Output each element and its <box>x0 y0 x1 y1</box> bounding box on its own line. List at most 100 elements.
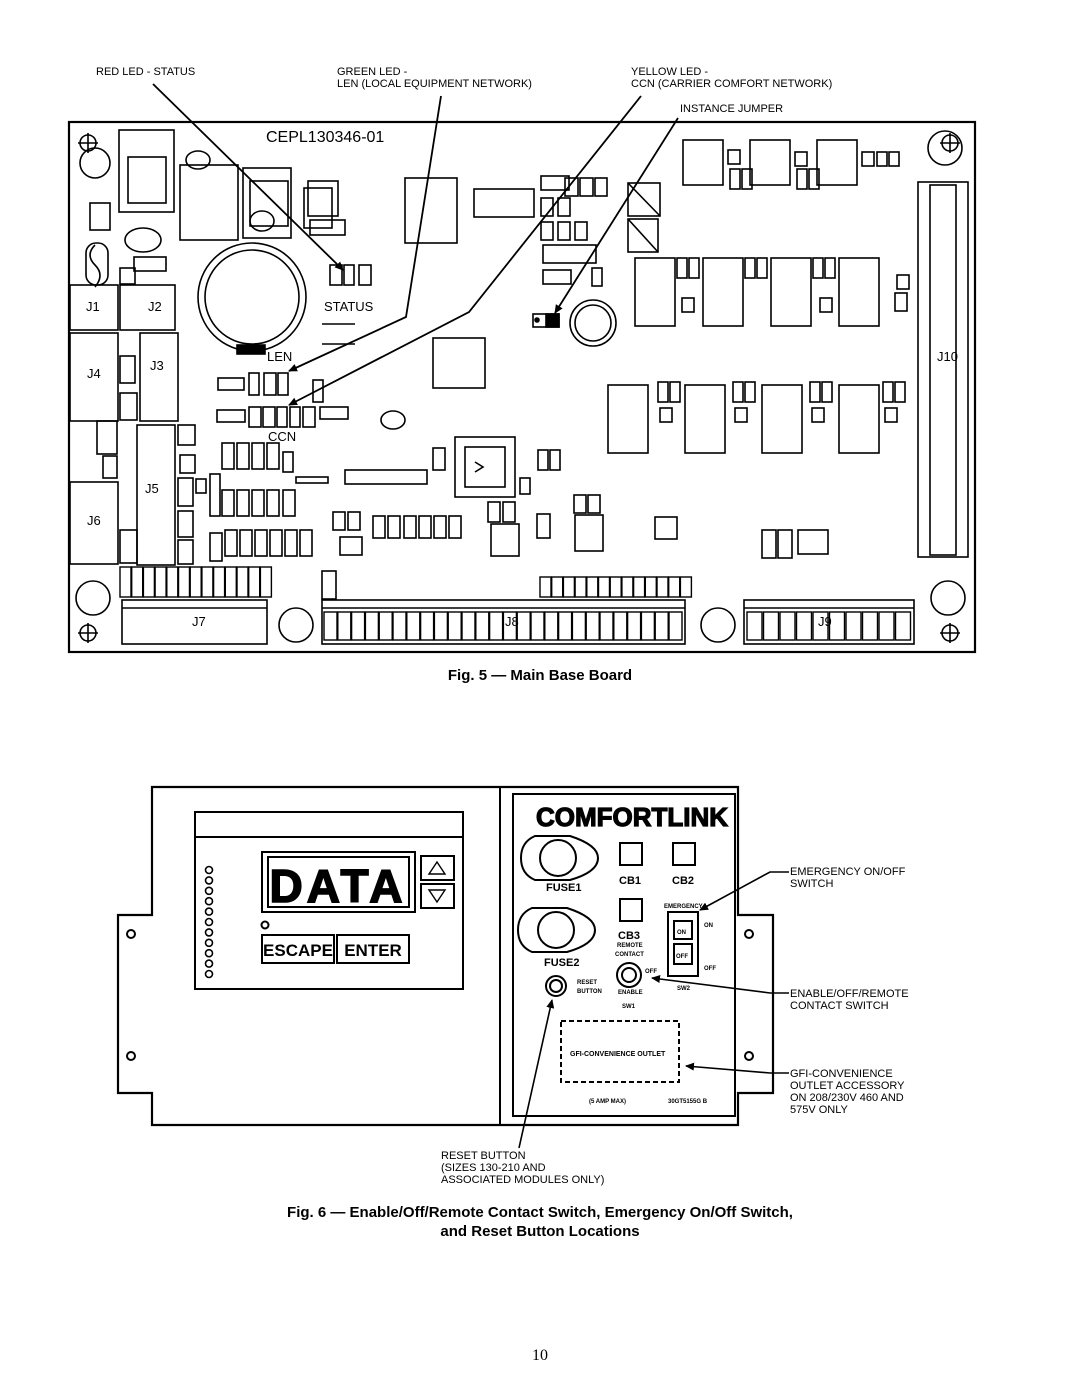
terminal-slot <box>654 611 669 641</box>
terminal-slot <box>861 611 879 641</box>
terminal-slot <box>626 611 642 641</box>
terminal-pin <box>189 566 202 598</box>
connector-j2: J2 <box>148 299 162 314</box>
terminal-slot <box>599 611 614 641</box>
terminal-slot <box>461 611 476 641</box>
terminal-pin <box>177 566 191 598</box>
terminal-pin <box>632 576 646 598</box>
terminal-slot <box>585 611 600 641</box>
emergency-switch-on[interactable]: ON <box>677 930 686 936</box>
up-arrow-icon[interactable] <box>427 860 447 875</box>
terminal-slot <box>828 611 846 641</box>
terminal-slot <box>392 611 407 641</box>
terminal-slot <box>378 611 393 641</box>
terminal-slot <box>762 611 780 641</box>
connector-j7: J7 <box>192 614 206 629</box>
terminal-slot <box>795 611 813 641</box>
connector-j4: J4 <box>87 366 101 381</box>
status-lamp <box>204 959 214 968</box>
terminal-pin <box>224 566 238 598</box>
status-lamp <box>204 928 214 937</box>
reset-callout-line2: (SIZES 130-210 AND <box>441 1162 546 1174</box>
status-lamp <box>204 969 214 979</box>
terminal-slot <box>337 611 352 641</box>
status-lamp <box>204 907 214 916</box>
fig6-leader-lines <box>518 871 789 1149</box>
terminal-pin <box>656 576 669 598</box>
status-lamp <box>204 876 214 885</box>
reset-label: RESET <box>577 980 597 986</box>
gfi-callout-line2: OUTLET ACCESSORY <box>790 1080 905 1092</box>
terminal-slot <box>530 611 545 641</box>
fig6-callouts: EMERGENCY ON/OFF SWITCH ENABLE/OFF/REMOT… <box>441 866 909 1186</box>
terminal-slot <box>350 611 366 641</box>
gfi-callout-line3: ON 208/230V 460 AND <box>790 1092 904 1104</box>
status-lamp-column <box>204 865 214 979</box>
escape-button[interactable]: ESCAPE <box>263 941 333 960</box>
emergency-switch-off[interactable]: OFF <box>676 954 688 960</box>
fig5-leader-lines <box>152 83 679 406</box>
status-led-label: STATUS <box>324 299 374 314</box>
terminal-slot <box>613 611 628 641</box>
terminal-slot <box>812 611 829 641</box>
terminal-slot <box>323 611 338 641</box>
terminal-pin <box>130 566 144 598</box>
terminal-pin <box>586 576 599 598</box>
terminal-slot <box>475 611 490 641</box>
terminal-slot <box>433 611 449 641</box>
green-led-callout-line1: GREEN LED - <box>337 66 408 78</box>
terminal-slot <box>640 611 656 641</box>
emergency-off-label: OFF <box>704 966 716 972</box>
terminal-pin <box>236 566 249 598</box>
terminal-slot <box>746 611 763 641</box>
enable-switch-off-label: OFF <box>645 969 657 975</box>
connector-j1: J1 <box>86 299 100 314</box>
contact-label: CONTACT <box>615 952 644 958</box>
emergency-callout-line2: SWITCH <box>790 878 833 890</box>
board-part-number: CEPL130346-01 <box>266 129 384 146</box>
terminal-pin <box>679 576 693 598</box>
terminal-pin <box>574 576 587 598</box>
emergency-callout-line1: EMERGENCY ON/OFF <box>790 866 906 878</box>
terminal-pin <box>259 566 273 598</box>
terminal-blocks <box>119 566 912 641</box>
status-lamp <box>204 948 214 958</box>
emergency-on-label: ON <box>704 923 713 929</box>
terminal-slot <box>447 611 462 641</box>
down-arrow-icon[interactable] <box>427 889 447 904</box>
sw2-label: SW2 <box>677 986 691 992</box>
terminal-slot <box>502 611 518 641</box>
sw1-label: SW1 <box>622 1004 636 1010</box>
terminal-pin <box>668 576 681 598</box>
terminal-pin <box>119 566 132 598</box>
terminal-slot <box>779 611 796 641</box>
terminal-pin <box>201 566 214 598</box>
cb3-label: CB3 <box>618 930 640 942</box>
fig6-caption-line2: and Reset Button Locations <box>440 1223 639 1240</box>
terminal-slot <box>668 611 683 641</box>
fuse2-label: FUSE2 <box>544 957 579 969</box>
terminal-slot <box>557 611 573 641</box>
panel-code-label: 30GT5155G B <box>668 1099 708 1105</box>
terminal-slot <box>419 611 435 641</box>
switch-panel-labels: COMFORTLINK FUSE1 FUSE2 CB1 CB2 CB3 EMER… <box>535 801 729 1105</box>
connector-j9: J9 <box>818 614 832 629</box>
ccn-led-label: CCN <box>268 429 296 444</box>
terminal-pin <box>621 576 634 598</box>
enter-button[interactable]: ENTER <box>344 941 402 960</box>
terminal-pin <box>551 576 564 598</box>
terminal-pin <box>609 576 622 598</box>
fig5-callouts: RED LED - STATUS GREEN LED - LEN (LOCAL … <box>96 66 832 115</box>
terminal-pin <box>247 566 261 598</box>
terminal-slot <box>516 611 531 641</box>
terminal-pin <box>154 566 167 598</box>
data-display: DATA <box>270 860 407 912</box>
len-led-label: LEN <box>267 349 292 364</box>
status-lamp <box>204 938 214 948</box>
button-label: BUTTON <box>577 989 602 995</box>
status-lamp <box>204 917 214 927</box>
connector-j10: J10 <box>937 349 958 364</box>
gfi-outlet-label: GFI-CONVENIENCE OUTLET <box>570 1051 666 1058</box>
terminal-slot <box>364 611 380 641</box>
